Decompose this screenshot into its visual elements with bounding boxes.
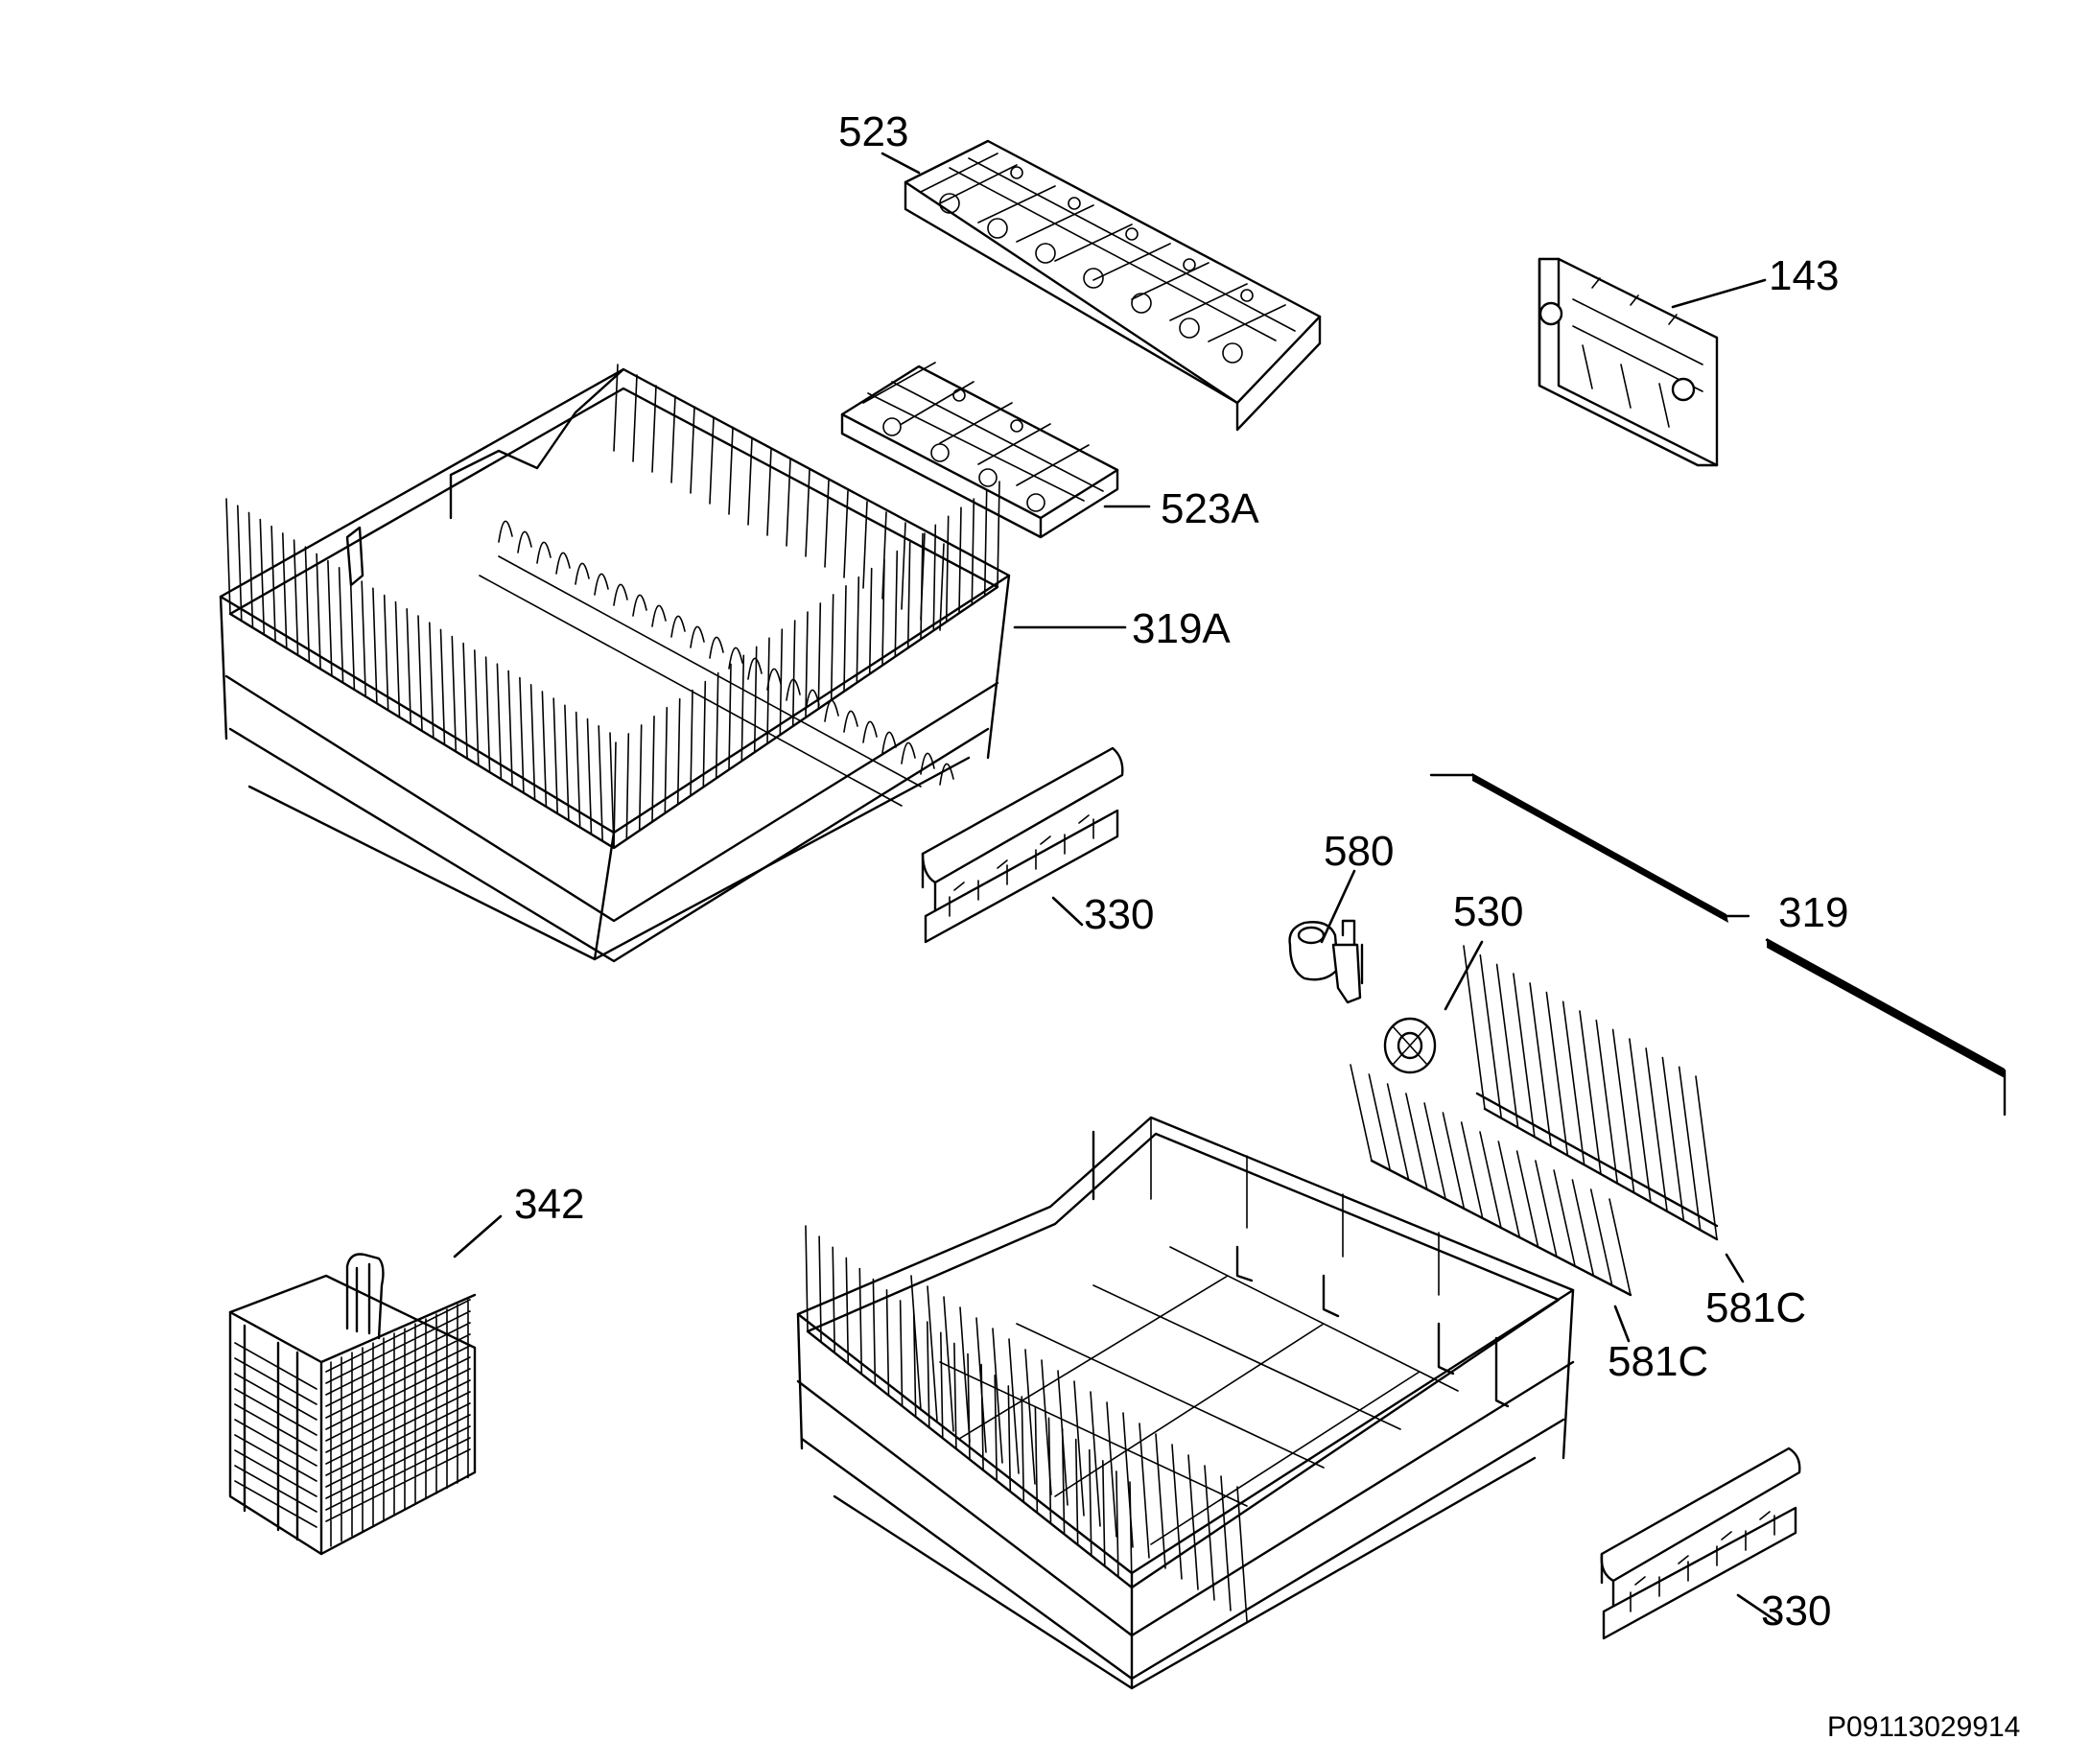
part-330-lower-rail-cover[interactable]	[1600, 1446, 1801, 1640]
leader-330-lower	[1736, 1593, 1778, 1623]
callout-319a: 319A	[1132, 605, 1231, 652]
part-580-wheel-holder[interactable]	[1288, 919, 1364, 1004]
callout-581c-right: 581C	[1705, 1284, 1806, 1331]
leader-lines	[453, 152, 1778, 1623]
part-581c-tine-rack-right[interactable]	[1463, 945, 1719, 1241]
lower-basket[interactable]	[796, 1116, 1575, 1690]
leader-143	[1671, 278, 1767, 309]
callout-523a: 523A	[1161, 485, 1259, 532]
callout-labels: 523 143 523A 319A 330 580 530 319 342 58…	[514, 108, 2020, 1743]
part-581c-tine-rack-left[interactable]	[1350, 1064, 1632, 1297]
part-342-cutlery-basket[interactable]	[228, 1253, 477, 1556]
part-530-wheel[interactable]	[1383, 1017, 1437, 1074]
part-143-rail-bracket[interactable]	[1538, 257, 1719, 467]
leader-330-upper	[1051, 896, 1084, 927]
part-319a-upper-basket[interactable]	[219, 364, 1011, 963]
leader-530	[1444, 940, 1484, 1011]
part-523-cup-shelf[interactable]	[904, 139, 1322, 432]
callout-342: 342	[514, 1181, 584, 1228]
callout-530: 530	[1453, 888, 1523, 935]
part-330-upper-rail-cover[interactable]	[921, 746, 1124, 944]
callout-143: 143	[1769, 252, 1839, 299]
leader-580	[1320, 869, 1356, 944]
leader-342	[453, 1214, 503, 1258]
callout-580: 580	[1324, 828, 1394, 875]
part-523a-short-cup-shelf[interactable]	[840, 362, 1119, 539]
leader-581c-right	[1725, 1253, 1745, 1283]
callout-330-upper: 330	[1084, 891, 1154, 938]
leader-581c-left	[1613, 1305, 1631, 1343]
callout-330-lower: 330	[1761, 1588, 1831, 1635]
callout-523: 523	[838, 108, 908, 155]
part-319-rail[interactable]	[1429, 773, 2007, 1117]
leader-523	[881, 152, 921, 175]
reference-code: P09113029914	[1827, 1711, 2020, 1743]
callout-581c-left: 581C	[1608, 1338, 1708, 1385]
callout-319: 319	[1778, 889, 1848, 936]
